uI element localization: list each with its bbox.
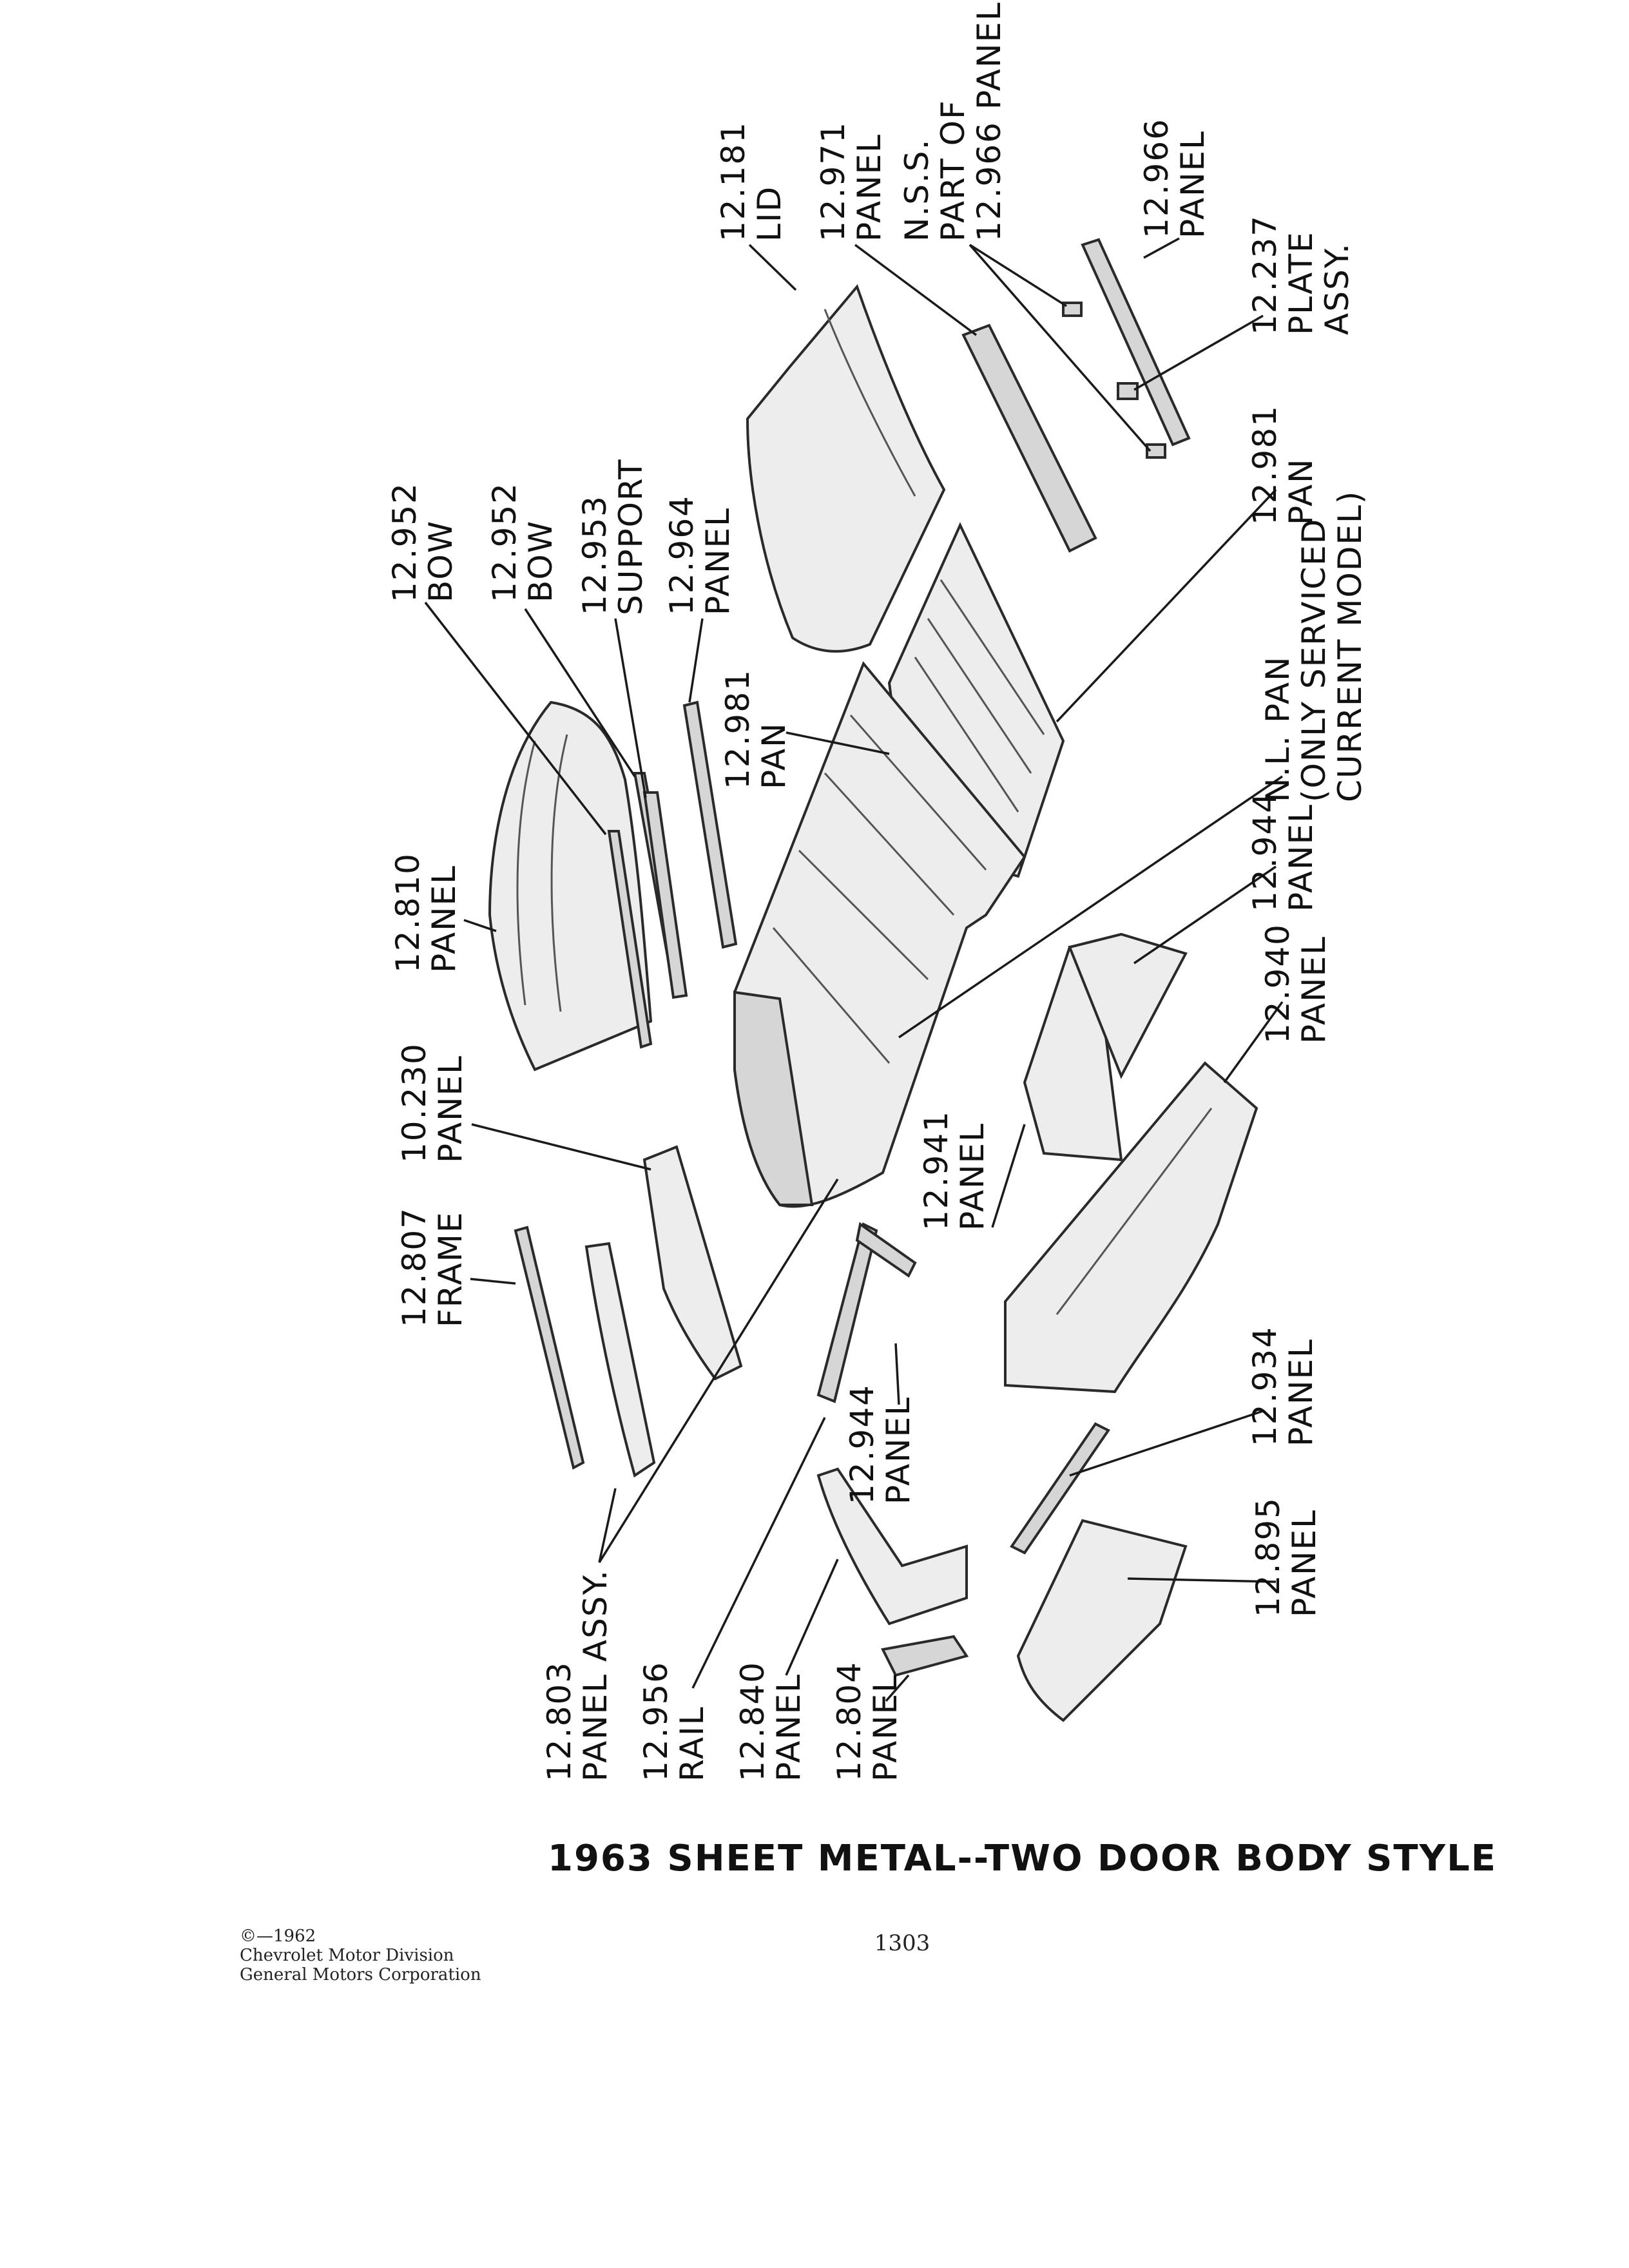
panel-10230 xyxy=(642,1145,743,1381)
leader-nl-pan xyxy=(898,775,1283,1039)
label-12804: 12.804 PANEL xyxy=(831,1649,904,1782)
leader-10230 xyxy=(471,1123,651,1171)
door-panel-12895 xyxy=(1016,1519,1188,1722)
pillar-bracket xyxy=(855,1222,917,1278)
label-12981-b: 12.981 PAN xyxy=(1246,393,1320,525)
nss-bracket-b xyxy=(1146,443,1166,459)
leader-12810 xyxy=(463,919,497,932)
label-12895: 12.895 PANEL xyxy=(1249,1485,1323,1617)
leader-12952-b xyxy=(524,608,636,777)
leader-12956 xyxy=(691,1417,826,1689)
panel-12944-b xyxy=(816,1222,878,1403)
label-12971: 12.971 PANEL xyxy=(815,110,888,242)
label-12940: 12.940 PANEL xyxy=(1259,912,1333,1044)
leader-12971 xyxy=(854,244,978,336)
label-12964: 12.964 PANEL xyxy=(663,483,737,615)
panel-12971 xyxy=(961,323,1097,553)
part-drawings xyxy=(488,238,1258,1722)
bow-12952-a xyxy=(607,830,653,1049)
leader-12807 xyxy=(470,1278,516,1285)
floor-pan-ribs xyxy=(772,715,987,1064)
roof-panel-shading xyxy=(516,734,568,1012)
leader-12944-a xyxy=(1133,865,1277,965)
label-12953: 12.953 SUPPORT xyxy=(576,458,650,615)
leader-12981-b xyxy=(1055,488,1277,723)
frame-12807 xyxy=(514,1225,585,1470)
firewall-section xyxy=(733,990,814,1206)
label-12237: 12.237 PLATE ASSY. xyxy=(1246,203,1356,335)
panel-12840 xyxy=(816,1467,968,1626)
plate-assy-12237 xyxy=(1117,382,1139,400)
deck-lid-12181 xyxy=(746,284,946,653)
leader-nss-a xyxy=(969,244,1067,307)
leader-12181 xyxy=(748,244,797,291)
label-10230: 10.230 PANEL xyxy=(396,1031,469,1163)
quarter-panel-contour xyxy=(1055,1108,1213,1315)
diagram-title: 1963 SHEET METAL--TWO DOOR BODY STYLE xyxy=(548,1838,1498,1879)
copyright-notice: ©—1962 Chevrolet Motor Division General … xyxy=(240,1927,481,1984)
label-12956: 12.956 RAIL xyxy=(637,1649,711,1782)
panel-assy-12803 xyxy=(584,1242,656,1478)
panel-12804 xyxy=(881,1635,969,1677)
leader-12940 xyxy=(1223,1001,1284,1084)
label-12941: 12.941 PANEL xyxy=(918,1099,991,1231)
page-number: 1303 xyxy=(874,1930,930,1956)
panel-12964 xyxy=(682,700,738,949)
panel-12944-a xyxy=(1068,932,1188,1079)
leader-12840 xyxy=(785,1559,839,1676)
leader-12803-b xyxy=(598,1178,839,1563)
part-labels: 12.807 FRAME 10.230 PANEL 12.810 PANEL 1… xyxy=(386,1,1369,1782)
leader-12964 xyxy=(688,618,704,703)
leader-12966 xyxy=(1143,237,1180,259)
copyright-division: Chevrolet Motor Division xyxy=(240,1946,454,1965)
leader-12895 xyxy=(1127,1577,1277,1583)
leader-12237 xyxy=(1133,314,1264,391)
deck-lid-edge xyxy=(824,309,916,497)
label-nl-pan: N.L. PAN (ONLY SERVICED CURRENT MODEL) xyxy=(1259,490,1369,802)
leader-12934 xyxy=(1069,1410,1264,1477)
label-nss: N.S.S. PART OF 12.966 PANEL xyxy=(898,1,1008,242)
label-12181: 12.181 LID xyxy=(715,110,788,242)
label-12944-b: 12.944 PANEL xyxy=(843,1372,917,1504)
label-12966: 12.966 PANEL xyxy=(1138,106,1211,238)
leader-nss-b xyxy=(969,244,1152,452)
label-12840: 12.840 PANEL xyxy=(734,1649,807,1782)
leader-12981-a xyxy=(786,731,890,755)
label-12810: 12.810 PANEL xyxy=(389,841,463,973)
leader-12944-b xyxy=(894,1343,900,1405)
label-12952-b: 12.952 BOW xyxy=(486,470,559,602)
leader-12803-a xyxy=(598,1488,617,1563)
copyright-corporation: General Motors Corporation xyxy=(240,1965,481,1984)
copyright-year: ©—1962 xyxy=(240,1927,316,1946)
label-12803: 12.803 PANEL ASSY. xyxy=(541,1569,614,1782)
support-12953 xyxy=(642,791,688,999)
quarter-panel-12940 xyxy=(1004,1061,1258,1394)
rear-pan-ribs xyxy=(914,579,1045,812)
leader-lines xyxy=(424,237,1284,1702)
label-12807: 12.807 FRAME xyxy=(396,1195,469,1327)
leader-12941 xyxy=(991,1124,1026,1228)
label-12934: 12.934 PANEL xyxy=(1246,1314,1320,1446)
panel-12966 xyxy=(1081,238,1191,447)
nss-bracket-a xyxy=(1062,302,1083,317)
label-12944-a: 12.944 PANEL xyxy=(1246,780,1320,912)
label-12952-a: 12.952 BOW xyxy=(386,470,459,602)
label-12981-a: 12.981 PAN xyxy=(719,657,793,789)
roof-panel-12810 xyxy=(488,700,653,1072)
leader-12953 xyxy=(614,618,647,798)
panel-12934 xyxy=(1010,1422,1110,1555)
leader-12952-a xyxy=(424,601,607,836)
leader-12804 xyxy=(885,1674,910,1702)
